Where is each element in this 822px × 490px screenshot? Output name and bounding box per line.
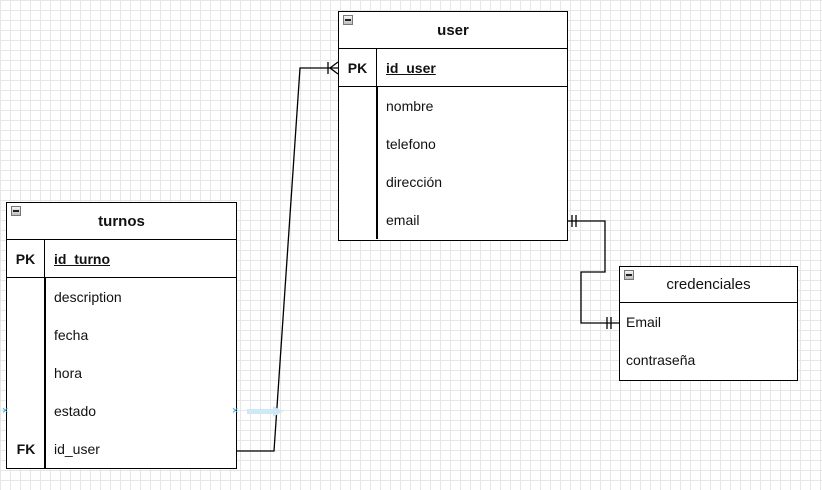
collapse-icon[interactable]	[11, 206, 21, 216]
crows-foot-marker	[327, 61, 339, 75]
fk-label: FK	[16, 441, 36, 457]
field-name: fecha	[54, 327, 89, 343]
entity-header-turnos[interactable]: turnos	[7, 203, 236, 240]
pk-field: id_user	[386, 59, 436, 76]
entity-user[interactable]: user PK id_user nombre telefono direcció…	[338, 11, 568, 241]
entity-header-user[interactable]: user	[339, 12, 567, 49]
field-row[interactable]: email	[339, 201, 567, 239]
field-name: nombre	[386, 98, 434, 114]
field-list: description fecha hora estado FK id_user	[7, 278, 236, 468]
entity-header-credenciales[interactable]: credenciales	[620, 267, 797, 303]
field-row[interactable]: dirección	[339, 163, 567, 201]
field-name: contraseña	[626, 352, 696, 368]
collapse-icon[interactable]	[343, 15, 353, 25]
field-row[interactable]: telefono	[339, 125, 567, 163]
fk-row[interactable]: FK id_user	[7, 430, 236, 468]
field-name: dirección	[386, 174, 443, 190]
pk-label: PK	[7, 240, 45, 277]
field-name: estado	[54, 403, 97, 419]
relation-user-credenciales[interactable]	[568, 220, 619, 324]
connection-handle[interactable]: ×	[232, 405, 239, 417]
fk-field: id_user	[54, 441, 100, 457]
field-name: description	[54, 289, 122, 305]
field-row[interactable]: Email	[620, 303, 797, 341]
field-name: hora	[54, 365, 83, 381]
field-row[interactable]: contraseña	[620, 341, 797, 379]
field-row[interactable]: fecha	[7, 316, 236, 354]
pk-row[interactable]: PK id_turno	[7, 240, 236, 278]
connection-handle[interactable]: ×	[2, 405, 9, 417]
field-name: email	[386, 212, 420, 228]
one-one-marker	[571, 215, 612, 329]
entity-title: credenciales	[666, 276, 751, 293]
relation-turnos-user[interactable]	[237, 67, 338, 452]
field-row[interactable]: description	[7, 278, 236, 316]
field-row[interactable]: estado	[7, 392, 236, 430]
pk-label: PK	[339, 49, 377, 86]
entity-title: turnos	[98, 212, 145, 230]
field-row[interactable]: nombre	[339, 87, 567, 125]
column-divider	[376, 87, 378, 239]
field-list: nombre telefono dirección email	[339, 87, 567, 239]
entity-title: user	[437, 21, 469, 39]
entity-turnos[interactable]: turnos PK id_turno description fecha hor…	[6, 202, 237, 469]
field-name: Email	[626, 314, 662, 330]
field-name: telefono	[386, 136, 436, 152]
pk-field: id_turno	[54, 250, 110, 267]
selection-arrow	[247, 406, 283, 417]
collapse-icon[interactable]	[624, 270, 634, 280]
column-divider	[44, 278, 46, 468]
entity-credenciales[interactable]: credenciales Email contraseña	[619, 266, 798, 381]
pk-row[interactable]: PK id_user	[339, 49, 567, 87]
field-row[interactable]: hora	[7, 354, 236, 392]
